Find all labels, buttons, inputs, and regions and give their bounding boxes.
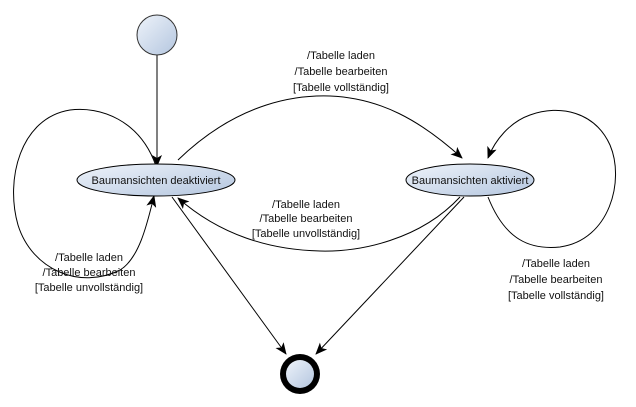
label-line: /Tabelle bearbeiten: [260, 213, 353, 225]
label-line: [Tabelle vollständig]: [508, 290, 604, 302]
edge-aktiviert-to-final: [315, 196, 465, 355]
state-baumansichten-aktiviert[interactable]: Baumansichten aktiviert: [405, 163, 535, 197]
label-line: [Tabelle vollständig]: [293, 82, 389, 94]
edge-deaktiviert-self-loop: [13, 108, 157, 279]
edge-aktiviert-self-loop: [487, 109, 617, 248]
edge-deaktiviert-to-final: [171, 196, 287, 355]
label-line: /Tabelle laden: [307, 50, 375, 62]
state-label-deaktiviert: Baumansichten deaktiviert: [91, 175, 220, 187]
label-line: [Tabelle unvollständig]: [35, 282, 143, 294]
label-line: /Tabelle laden: [522, 258, 590, 270]
label-line: /Tabelle bearbeiten: [510, 274, 603, 286]
initial-state[interactable]: [136, 14, 178, 56]
label-deaktiviert-self: /Tabelle laden /Tabelle bearbeiten [Tabe…: [35, 252, 143, 294]
label-aktiviert-to-deaktiviert: /Tabelle laden /Tabelle bearbeiten [Tabe…: [252, 199, 360, 240]
final-state[interactable]: [280, 354, 320, 394]
state-baumansichten-deaktiviert[interactable]: Baumansichten deaktiviert: [76, 163, 236, 197]
edge-deaktiviert-to-aktiviert: [177, 95, 463, 161]
label-line: /Tabelle bearbeiten: [43, 267, 136, 279]
label-deaktiviert-to-aktiviert: /Tabelle laden /Tabelle bearbeiten [Tabe…: [293, 50, 389, 94]
label-line: /Tabelle bearbeiten: [295, 66, 388, 78]
label-line: /Tabelle laden: [55, 252, 123, 264]
label-aktiviert-self: /Tabelle laden /Tabelle bearbeiten [Tabe…: [508, 258, 604, 302]
state-label-aktiviert: Baumansichten aktiviert: [412, 175, 529, 187]
edge-aktiviert-to-deaktiviert: [177, 196, 461, 252]
label-line: /Tabelle laden: [272, 199, 340, 211]
label-line: [Tabelle unvollständig]: [252, 228, 360, 240]
